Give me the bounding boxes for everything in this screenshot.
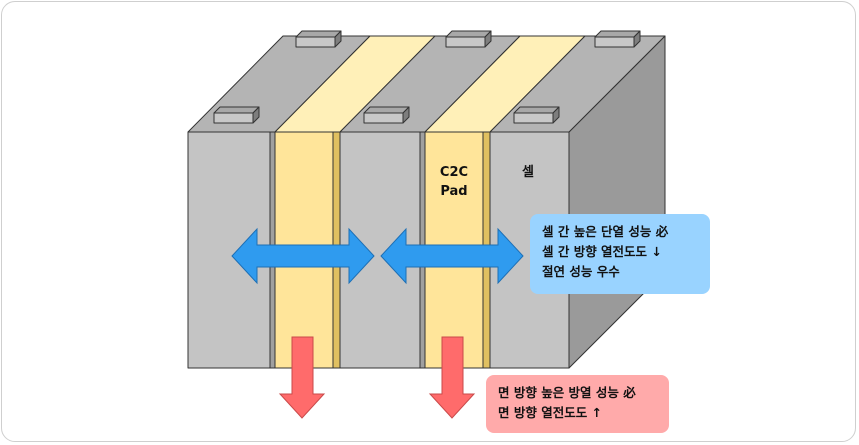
terminal-tab [213,106,260,124]
dissipation-callout: 면 방향 높은 방열 성능 必 면 방향 열전도도 ↑ [486,375,669,433]
insulation-callout-line2: 셀 간 방향 열전도도 ↓ [542,244,662,259]
terminal-tab [295,30,342,48]
pad-label-line2: Pad [440,184,468,199]
terminal-tab [363,106,410,124]
dissipation-callout-line1: 면 방향 높은 방열 성능 必 [498,385,636,400]
heat-dissipation-arrow [428,336,476,419]
pad-label-line1: C2C [439,165,469,180]
dissipation-callout-line2: 면 방향 열전도도 ↑ [498,405,603,420]
insulation-callout: 셀 간 높은 단열 성능 必 셀 간 방향 열전도도 ↓ 절연 성능 우수 [530,214,710,294]
insulation-callout-line1: 셀 간 높은 단열 성능 必 [542,224,669,239]
heat-insulation-arrow [231,227,375,285]
terminal-tab [513,106,560,124]
cell-label: 셀 [522,165,534,180]
heat-insulation-arrow [380,227,524,285]
insulation-callout-line3: 절연 성능 우수 [542,264,620,279]
terminal-tab [594,30,641,48]
heat-dissipation-arrow [278,336,326,419]
terminal-tab [445,30,492,48]
pad-label: C2C Pad [425,163,483,201]
